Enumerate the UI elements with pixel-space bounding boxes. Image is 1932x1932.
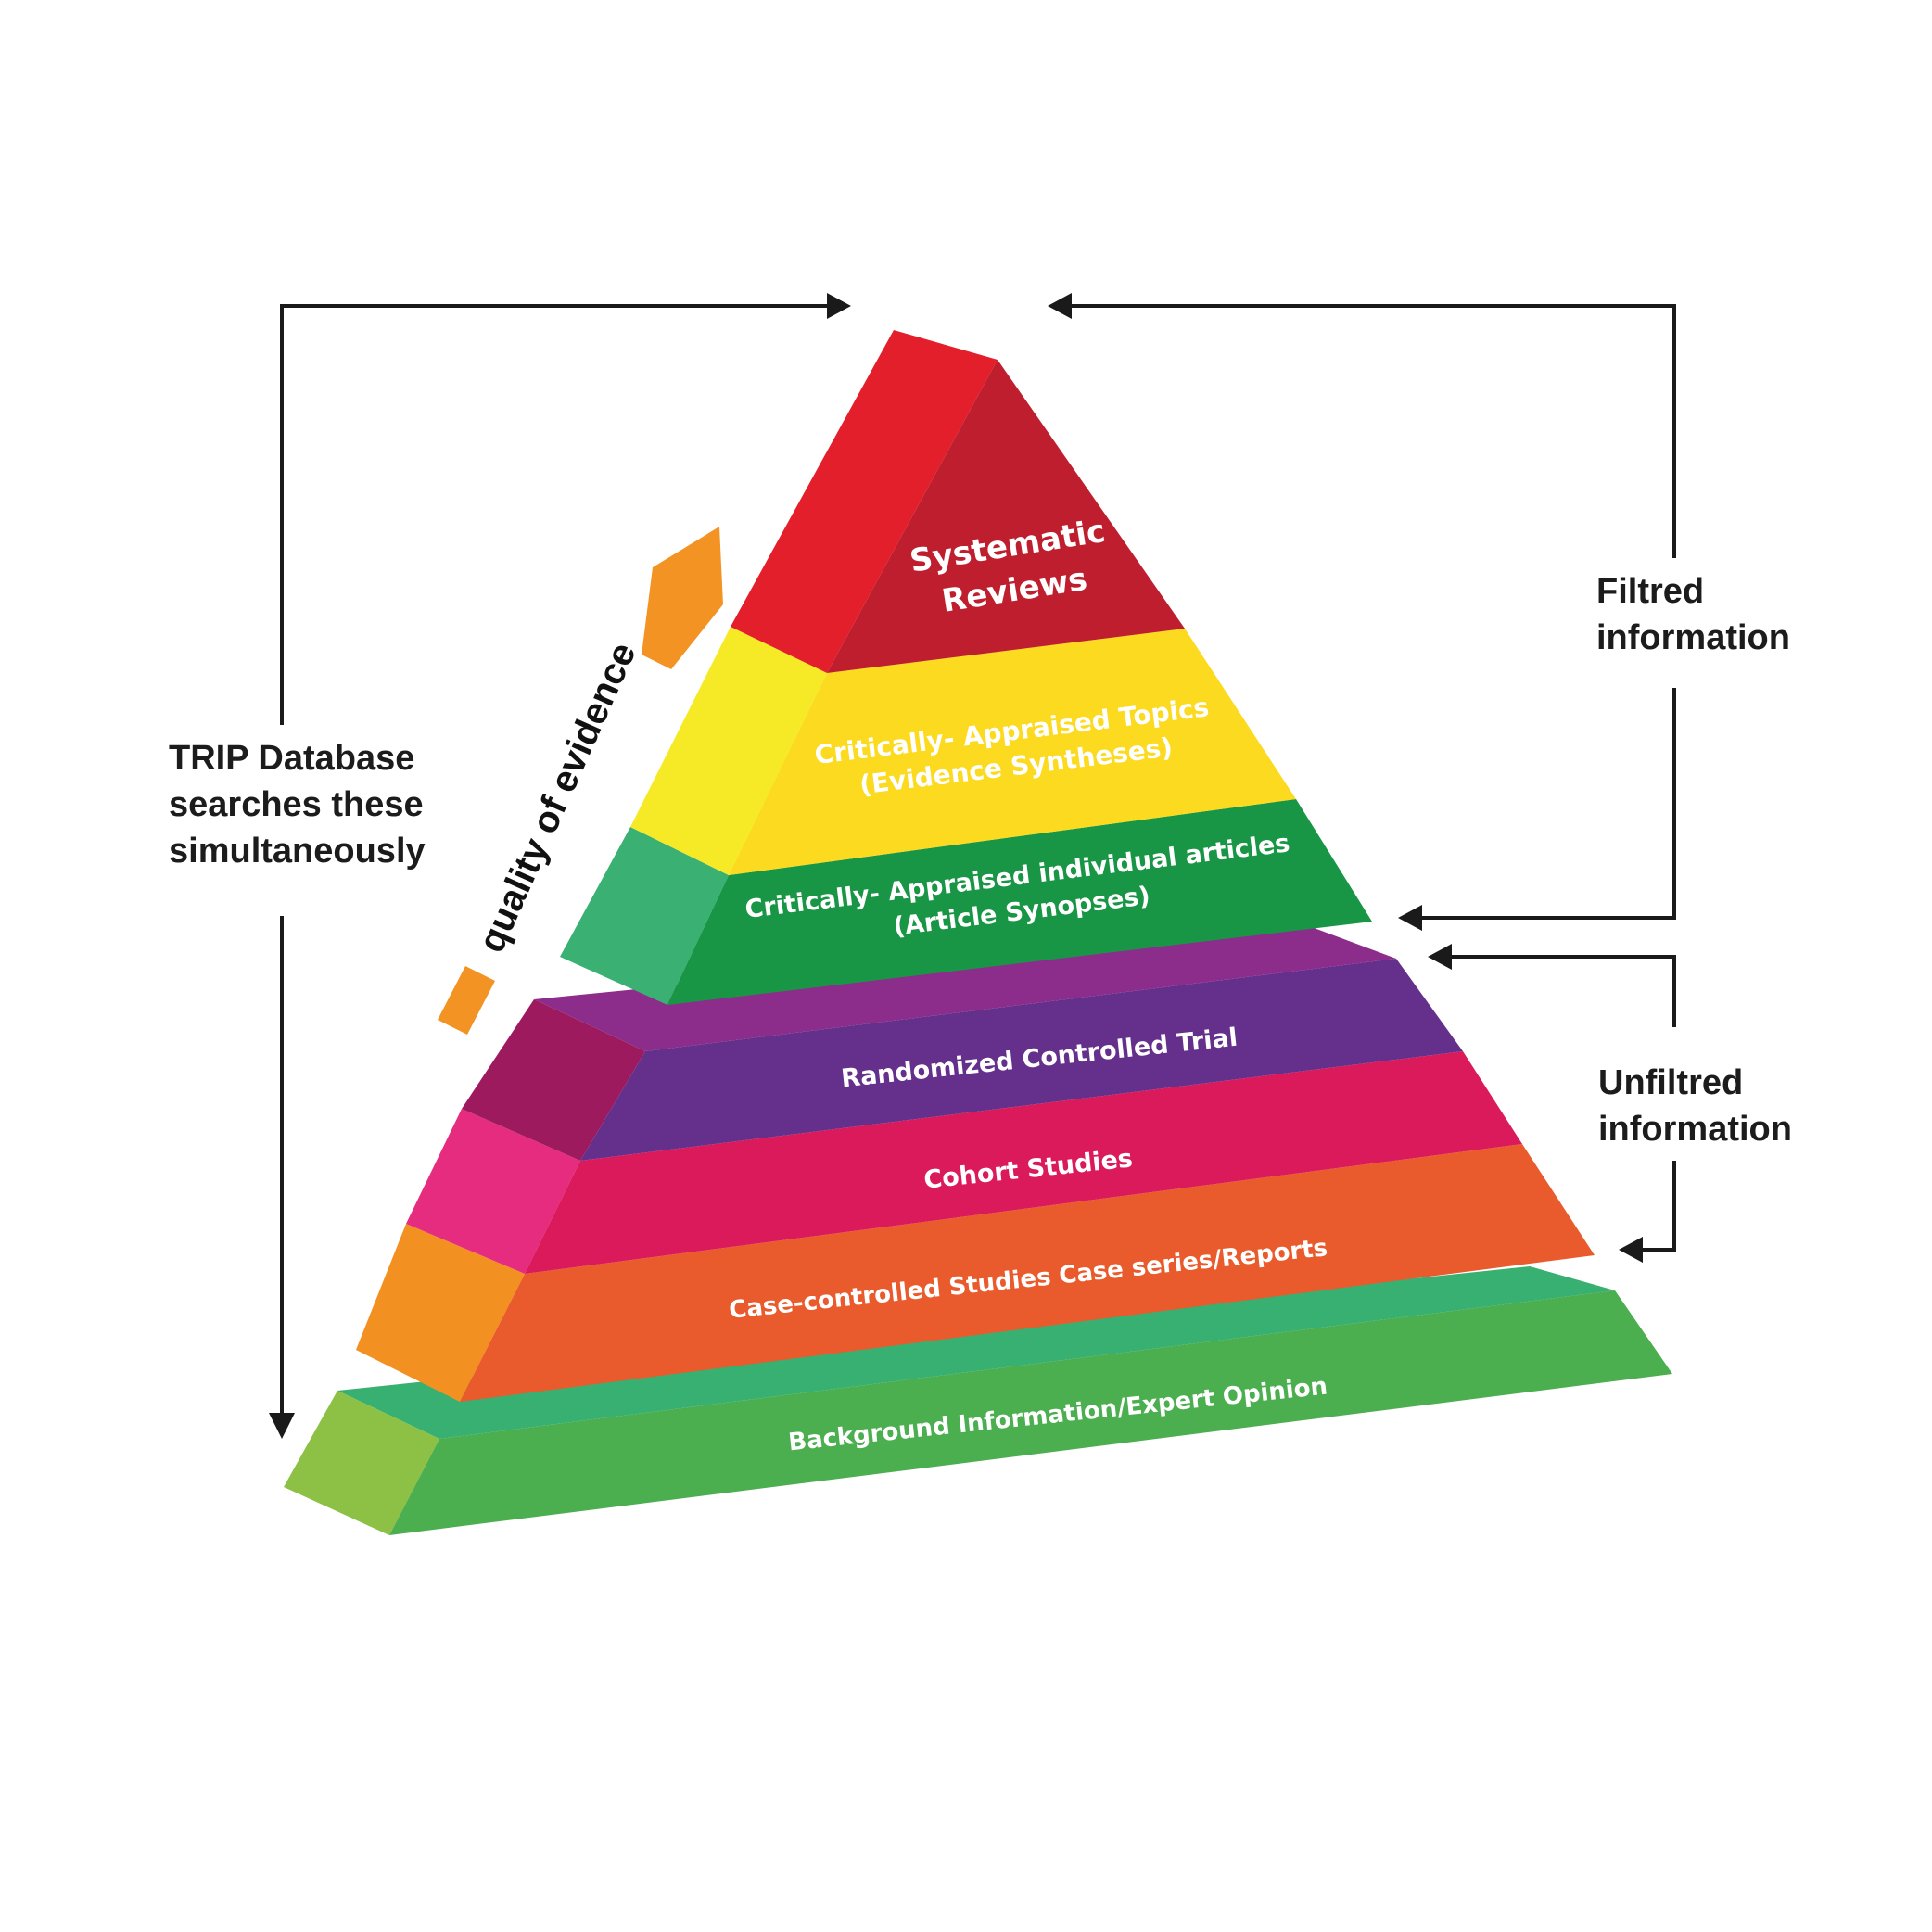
unfiltered-lower-arrowhead [1619,1237,1643,1263]
case-controlled-studies-front-face [460,1144,1595,1402]
connectors [269,293,1676,1439]
critically-appraised-topics-front-face [729,629,1296,875]
right-top-arrowhead [1048,293,1072,319]
filtered-label-line-2: information [1596,618,1790,657]
unfiltered-lower-connector [1639,1161,1676,1252]
pyramid [284,330,1672,1535]
left-label-line-2: searches these [169,785,424,824]
background-information-side-face [284,1391,439,1535]
unfiltered-upper-connector [1448,955,1676,1027]
left-label-line-1: TRIP Database [169,739,414,778]
cohort-studies-side-face [406,1109,580,1274]
left-top-arrowhead [827,293,851,319]
critically-appraised-articles-side-face [560,827,729,1005]
case-controlled-studies-side-face [356,1224,525,1402]
filtered-lower-arrowhead [1398,905,1422,931]
left-top-connector [280,304,834,725]
left-label-line-3: simultaneously [169,832,426,871]
background-information-top-face [337,1266,1615,1439]
randomized-controlled-trial-top-face [534,923,1396,1051]
background-information-front-face [389,1290,1672,1535]
unfiltered-upper-arrowhead [1428,944,1452,970]
quality-arrow-tail [438,966,495,1035]
left-label: TRIP Database searches these simultaneou… [169,739,426,871]
systematic-reviews-side-face [731,330,998,673]
cohort-studies-front-face [525,1051,1522,1274]
critically-appraised-topics-side-face [630,627,827,875]
critically-appraised-articles-front-face [667,799,1372,1005]
left-down-arrowhead [269,1413,295,1439]
filtered-label-line-1: Filtred [1596,572,1704,611]
right-top-connector [1064,304,1676,558]
filtered-label: Filtred information [1596,572,1790,657]
unfiltered-label: Unfiltred information [1598,1063,1792,1149]
randomized-controlled-trial-front-face [580,959,1463,1161]
filtered-lower-connector [1418,688,1676,920]
unfiltered-label-line-1: Unfiltred [1598,1063,1743,1102]
unfiltered-label-line-2: information [1598,1110,1792,1149]
quality-arrow-head [642,527,723,669]
randomized-controlled-trial-side-face [462,999,645,1161]
systematic-reviews-front-face [827,360,1185,673]
